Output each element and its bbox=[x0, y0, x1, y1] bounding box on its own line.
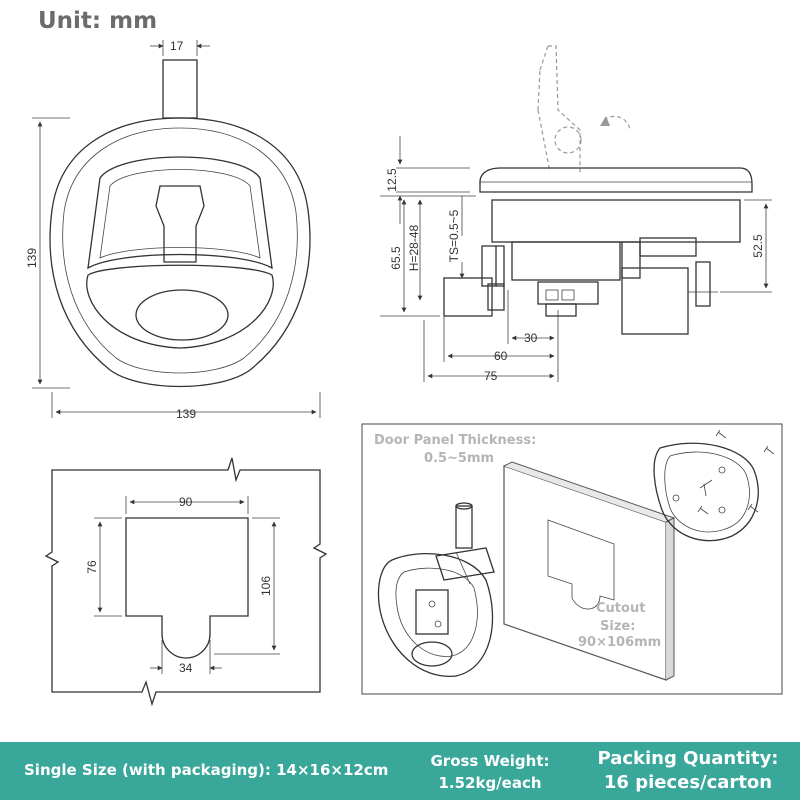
cutout-size-value: 90×106mm bbox=[578, 635, 661, 650]
cutout-title: Cutout bbox=[596, 601, 645, 616]
top-view: 17 139 139 bbox=[25, 39, 321, 421]
panel-thickness-title: Door Panel Thickness: bbox=[374, 433, 536, 448]
dim-75: 75 bbox=[484, 369, 498, 383]
cam bbox=[443, 277, 493, 317]
dim-cutout-total: 106 bbox=[259, 576, 273, 596]
dim-flange: 12.5 bbox=[385, 168, 399, 192]
open-handle-outline bbox=[548, 45, 581, 175]
installation-box: Door Panel Thickness: 0.5~5mm Cutout Siz… bbox=[361, 423, 783, 695]
dim-notch: 34 bbox=[179, 661, 193, 675]
dim-stem-width: 17 bbox=[170, 39, 184, 53]
panel-cutout bbox=[547, 519, 615, 610]
handle-paddle bbox=[86, 264, 274, 349]
side-view: 12.5 65.5 H=28-48 TS=0.5~5 52.5 30 60 75 bbox=[380, 45, 772, 383]
panel-thickness-value: 0.5~5mm bbox=[424, 451, 494, 466]
dim-grip-range: H=28-48 bbox=[407, 224, 421, 271]
technical-drawing: 17 139 139 bbox=[25, 39, 783, 707]
dim-cutout-height: 76 bbox=[85, 560, 99, 574]
dim-60: 60 bbox=[494, 349, 508, 363]
dim-cutout-width: 90 bbox=[179, 495, 193, 509]
panel-outline bbox=[44, 457, 328, 707]
latch-illustration bbox=[377, 502, 495, 677]
unit-label: Unit: mm bbox=[38, 8, 158, 34]
packing-quantity-value: 16 pieces/carton bbox=[603, 772, 773, 793]
packing-quantity-label: Packing Quantity: bbox=[597, 748, 779, 769]
body bbox=[491, 199, 741, 243]
stem bbox=[162, 59, 198, 119]
handle-well bbox=[87, 156, 273, 270]
dim-30: 30 bbox=[524, 331, 538, 345]
gross-weight-value: 1.52kg/each bbox=[438, 774, 542, 792]
dim-top-height: 139 bbox=[25, 248, 39, 268]
dim-height: 65.5 bbox=[389, 246, 403, 270]
gross-weight: Gross Weight: 1.52kg/each bbox=[420, 750, 560, 794]
screw-icons bbox=[697, 429, 775, 515]
single-size: Single Size (with packaging): 14×16×12cm bbox=[24, 761, 389, 779]
bezel-illustration bbox=[653, 442, 759, 542]
outer-body bbox=[49, 117, 311, 388]
cutout-shape bbox=[125, 517, 249, 659]
footer-bar: Single Size (with packaging): 14×16×12cm… bbox=[0, 742, 800, 800]
cutout-view: 90 76 106 34 bbox=[44, 457, 328, 707]
dim-top-width: 139 bbox=[176, 407, 196, 421]
gross-weight-label: Gross Weight: bbox=[430, 752, 550, 770]
packing-quantity: Packing Quantity: 16 pieces/carton bbox=[590, 747, 786, 795]
dim-panel-range: TS=0.5~5 bbox=[447, 209, 461, 262]
trigger bbox=[155, 185, 205, 263]
flange bbox=[479, 167, 753, 193]
lens-cap bbox=[135, 289, 229, 341]
dim-body: 52.5 bbox=[751, 234, 765, 258]
cutout-size-label: Size: bbox=[600, 619, 635, 634]
